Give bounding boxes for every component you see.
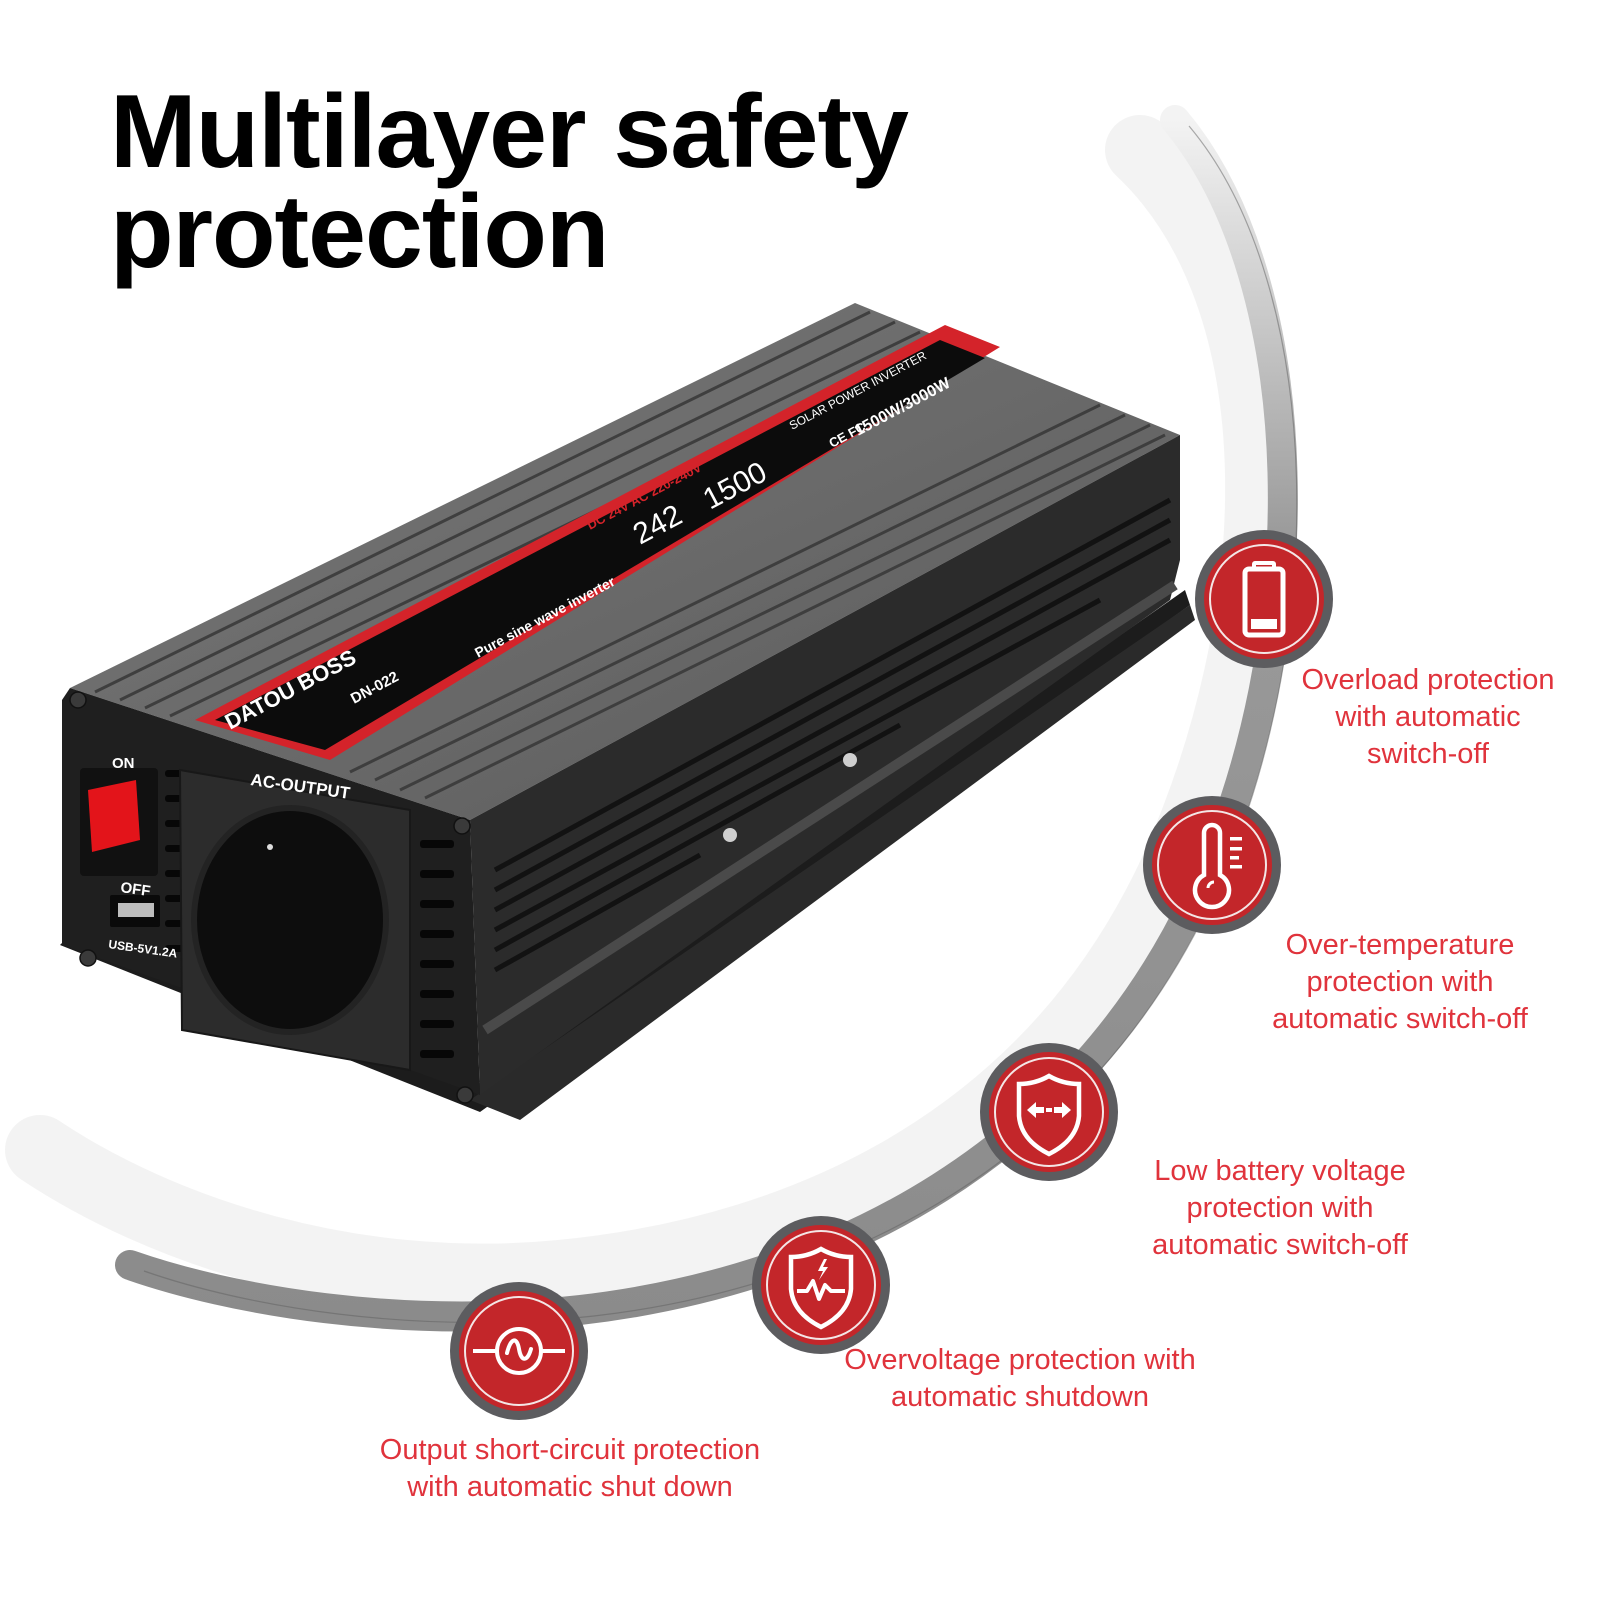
feature-badge-short-circuit xyxy=(450,1282,588,1420)
feature-caption-over-temperature: Over-temperature protection with automat… xyxy=(1272,929,1528,1035)
shield-arrows-icon xyxy=(1016,1073,1082,1157)
feature-caption-low-battery-voltage: Low battery voltage protection with auto… xyxy=(1152,1155,1408,1261)
thermometer-icon xyxy=(1192,822,1242,910)
shield-pulse-icon xyxy=(788,1246,854,1330)
feature-caption-overload: Overload protection with automatic switc… xyxy=(1301,664,1555,770)
title-line-1: Multilayer safety xyxy=(110,74,909,190)
switch-off-label: OFF xyxy=(119,879,151,900)
title-line-2: protection xyxy=(110,174,609,290)
ac-sine-icon xyxy=(473,1327,565,1375)
battery-low-icon xyxy=(1242,561,1286,638)
feature-badge-overvoltage xyxy=(752,1216,890,1354)
inverter xyxy=(60,303,1195,1120)
feature-badge-overload xyxy=(1195,530,1333,668)
switch-on-label: ON xyxy=(112,755,135,772)
page-title: Multilayer safety protection xyxy=(110,74,909,290)
feature-badge-low-battery-voltage xyxy=(980,1043,1118,1181)
feature-badge-over-temperature xyxy=(1143,796,1281,934)
feature-caption-short-circuit: Output short-circuit protection with aut… xyxy=(379,1434,761,1503)
feature-caption-overvoltage: Overvoltage protection with automatic sh… xyxy=(844,1344,1196,1413)
arc-highlight xyxy=(5,115,1296,1314)
